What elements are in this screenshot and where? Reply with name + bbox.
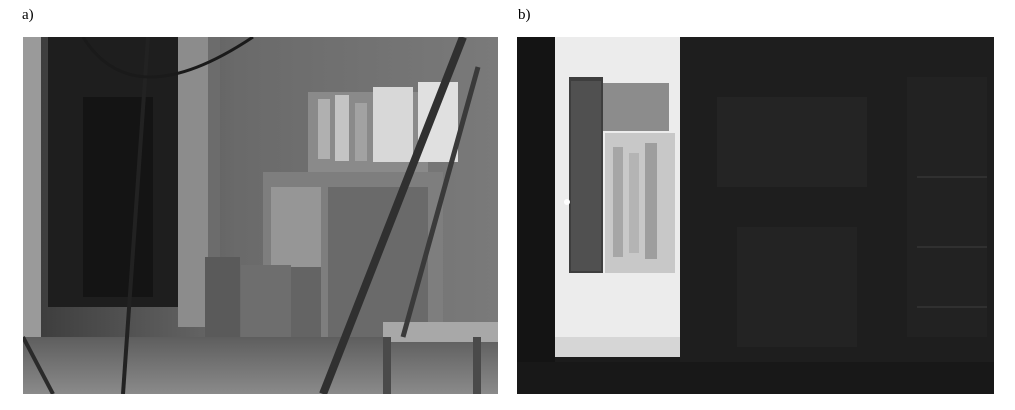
panel-b-label: b) [518,7,531,23]
photo-b-image [517,37,994,394]
panel-a-label: a) [22,7,34,23]
photo-a-grayscale-room [23,37,498,394]
photo-b-processed-room [517,37,994,394]
photo-a-image [23,37,498,394]
